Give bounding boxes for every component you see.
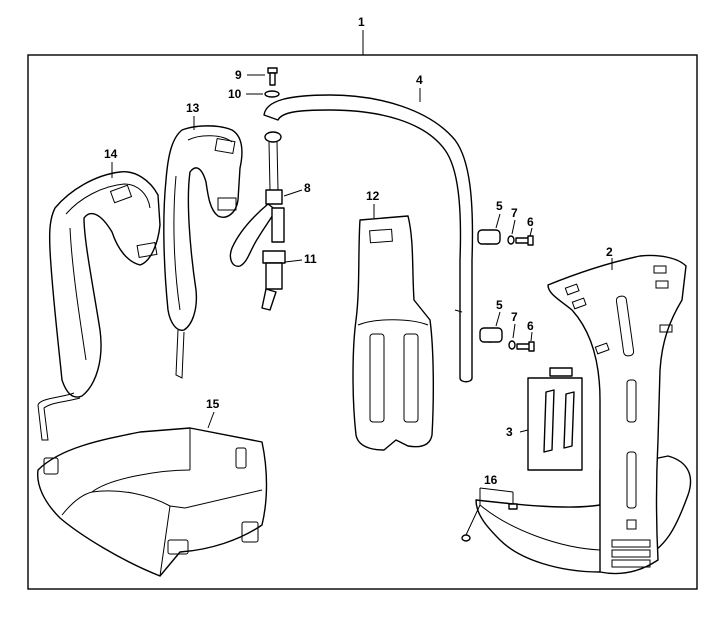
- label-1: 1: [358, 15, 365, 29]
- label-4: 4: [416, 73, 423, 87]
- label-12: 12: [366, 189, 380, 203]
- part-7-washer-upper: [507, 235, 515, 245]
- part-7-washer-lower: [508, 340, 516, 350]
- label-5-upper: 5: [496, 199, 503, 213]
- label-7-lower: 7: [511, 310, 518, 324]
- label-7-upper: 7: [511, 206, 518, 220]
- part-10-washer: [264, 90, 280, 98]
- part-2-back-plate: [475, 254, 692, 575]
- part-12-hip-pad: [352, 215, 434, 451]
- part-15-hip-belt: [37, 427, 268, 577]
- part-8-hook-strap: [229, 131, 285, 267]
- label-6-lower: 6: [527, 319, 534, 333]
- label-10: 10: [228, 87, 242, 101]
- part-13-shoulder-strap: [163, 125, 243, 379]
- label-13: 13: [186, 101, 200, 115]
- label-6-upper: 6: [527, 215, 534, 229]
- label-14: 14: [104, 147, 118, 161]
- part-16-pins: [461, 492, 518, 542]
- label-2: 2: [606, 245, 613, 259]
- part-5-clamp-upper: [477, 229, 501, 245]
- label-11: 11: [304, 252, 317, 266]
- label-8: 8: [304, 181, 311, 195]
- part-11-buckle: [261, 250, 286, 311]
- label-16: 16: [484, 473, 498, 487]
- part-6-screw-upper: [515, 235, 534, 246]
- part-9-bolt: [267, 67, 278, 86]
- label-15: 15: [206, 397, 220, 411]
- label-5-lower: 5: [496, 298, 503, 312]
- part-6-screw-lower: [516, 341, 535, 352]
- part-4-hanger-bar: [263, 94, 474, 383]
- part-3-pad-insert: [527, 367, 583, 471]
- label-9: 9: [235, 68, 242, 82]
- part-5-clamp-lower: [479, 327, 503, 343]
- label-3: 3: [506, 425, 513, 439]
- part-14-shoulder-strap: [37, 171, 161, 441]
